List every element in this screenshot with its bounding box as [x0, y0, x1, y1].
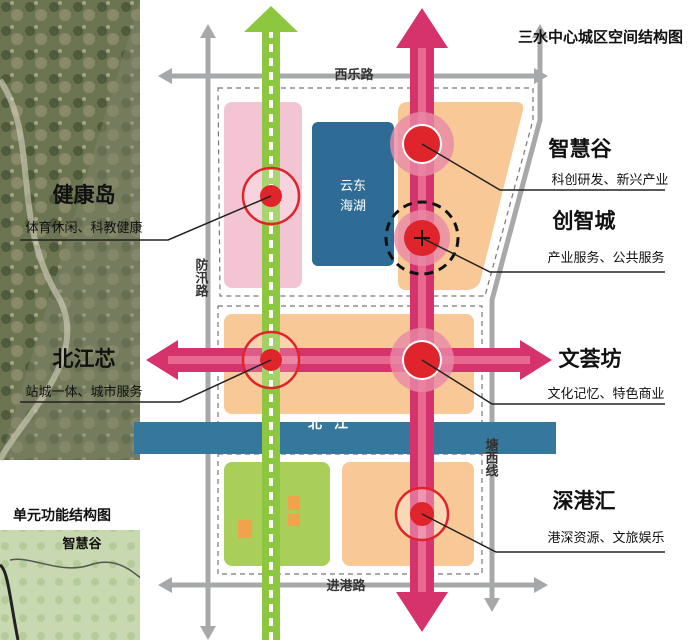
- shenganghui-name: 深港汇: [553, 489, 616, 513]
- zhihuigu-name: 智慧谷: [549, 137, 613, 161]
- diagram-title: 三水中心城区空间结构图: [518, 28, 683, 46]
- orange-zone-south: [342, 462, 474, 566]
- river-label: 北江: [308, 415, 360, 432]
- jiankangdao-name: 健康岛: [53, 183, 116, 207]
- beijiangxin-name: 北江芯: [53, 347, 116, 371]
- green-vertical-axis: [244, 6, 298, 640]
- aerial-photo: [0, 0, 140, 462]
- inset-label: 智慧谷: [62, 536, 102, 552]
- inset-map: [0, 500, 151, 640]
- road-label-jingang: 进港路: [326, 578, 366, 594]
- beijiangxin-desc: 站城一体、城市服务: [25, 384, 142, 400]
- road-label-fangxun: 防汛路: [193, 257, 209, 297]
- chuangzhicheng-name: 创智城: [552, 209, 616, 233]
- road-label-west: 西乐路: [334, 67, 374, 83]
- zhihuigu-desc: 科创研发、新兴产业: [551, 172, 668, 188]
- road-label-tangxi: 塘西线: [483, 437, 499, 478]
- lake: [312, 122, 394, 266]
- leader-lines: [20, 143, 665, 553]
- jiankangdao-desc: 体育休闲、科教健康: [25, 220, 142, 236]
- red-horizontal-axis: [146, 340, 552, 380]
- river: [134, 422, 556, 454]
- inset-title: 单元功能结构图: [13, 507, 111, 524]
- wenyifang-name: 文荟坊: [559, 347, 622, 371]
- shenganghui-desc: 港深资源、文旅娱乐: [547, 531, 664, 546]
- lake-label-2: 海湖: [340, 199, 366, 214]
- lake-label-1: 云东: [340, 179, 366, 194]
- wenyifang-desc: 文化记忆、特色商业: [547, 386, 664, 402]
- chuangzhicheng-desc: 产业服务、公共服务: [547, 250, 664, 266]
